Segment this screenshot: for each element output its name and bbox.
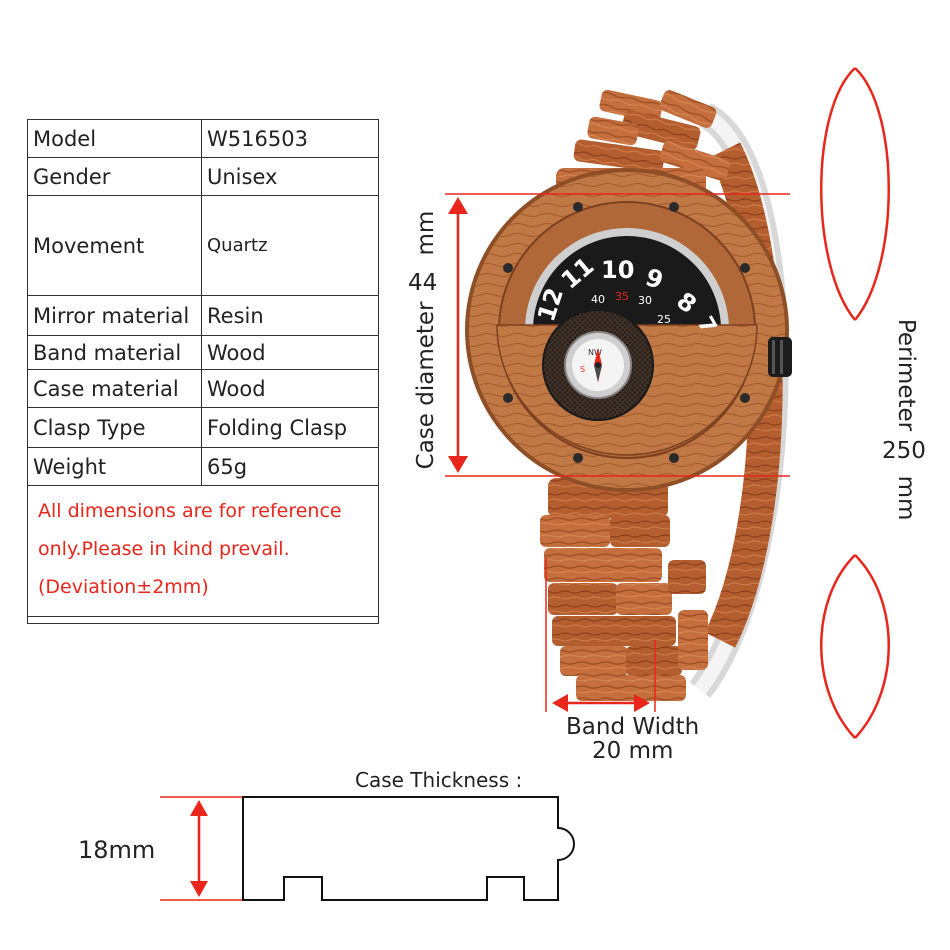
spec-label: Band material (27, 335, 202, 370)
spec-row-band-material: Band material Wood (27, 335, 379, 370)
table-footer-cell (27, 616, 379, 624)
case-thickness-value: 18mm (78, 836, 156, 864)
compass: NW S (542, 309, 654, 421)
minute-label: 25 (657, 313, 671, 326)
spec-row-model: Model W516503 (27, 119, 379, 158)
case-diameter-text: Case diameter (413, 301, 439, 470)
spec-value: Quartz (201, 195, 379, 296)
note-row: All dimensions are for reference only.Pl… (27, 485, 379, 617)
band-width-value: 20 mm (592, 738, 674, 764)
case-thickness-label: Case Thickness : (355, 768, 523, 792)
spec-label: Mirror material (27, 295, 202, 336)
band-width-label: Band Width (566, 714, 700, 740)
spec-value: W516503 (201, 119, 379, 158)
minute-label: 40 (591, 293, 605, 306)
case-diameter-unit: mm (413, 210, 439, 256)
spec-label: Case material (27, 369, 202, 408)
spec-row-movement: Movement Quartz (27, 195, 379, 296)
spec-table: Model W516503 Gender Unisex Movement Qua… (27, 119, 379, 624)
note-line-2: only.Please in kind prevail. (38, 538, 290, 560)
case-diameter-dimension (445, 193, 790, 477)
spec-row-case-material: Case material Wood (27, 369, 379, 408)
perimeter-value: 250 (882, 438, 926, 464)
case-thickness-diagram (160, 796, 575, 901)
hour-label: 10 (601, 256, 634, 284)
table-footer-row (27, 616, 379, 624)
perimeter-unit: mm (893, 475, 919, 521)
spec-value: Resin (201, 295, 379, 336)
compass-label: S (580, 365, 585, 374)
note-line-3: (Deviation±2mm) (38, 576, 209, 598)
perimeter-dimension (820, 67, 890, 739)
spec-value: Wood (201, 369, 379, 408)
spec-row-mirror-material: Mirror material Resin (27, 295, 379, 336)
bottom-band (540, 478, 708, 701)
case-diameter-label: Case diameter mm (413, 211, 439, 470)
reference-note: All dimensions are for reference only.Pl… (27, 485, 379, 617)
case-diameter-value: 44 (408, 270, 438, 296)
spec-label: Model (27, 119, 202, 158)
compass-label: NW (588, 348, 602, 357)
minute-label: 30 (638, 294, 652, 307)
perimeter-label: Perimeter (893, 318, 919, 432)
band-width-dimension (545, 558, 656, 712)
minute-label: 35 (615, 290, 629, 303)
spec-label: Gender (27, 157, 202, 196)
note-line-1: All dimensions are for reference (38, 500, 342, 522)
spec-label: Weight (27, 447, 202, 486)
spec-value: Wood (201, 335, 379, 370)
